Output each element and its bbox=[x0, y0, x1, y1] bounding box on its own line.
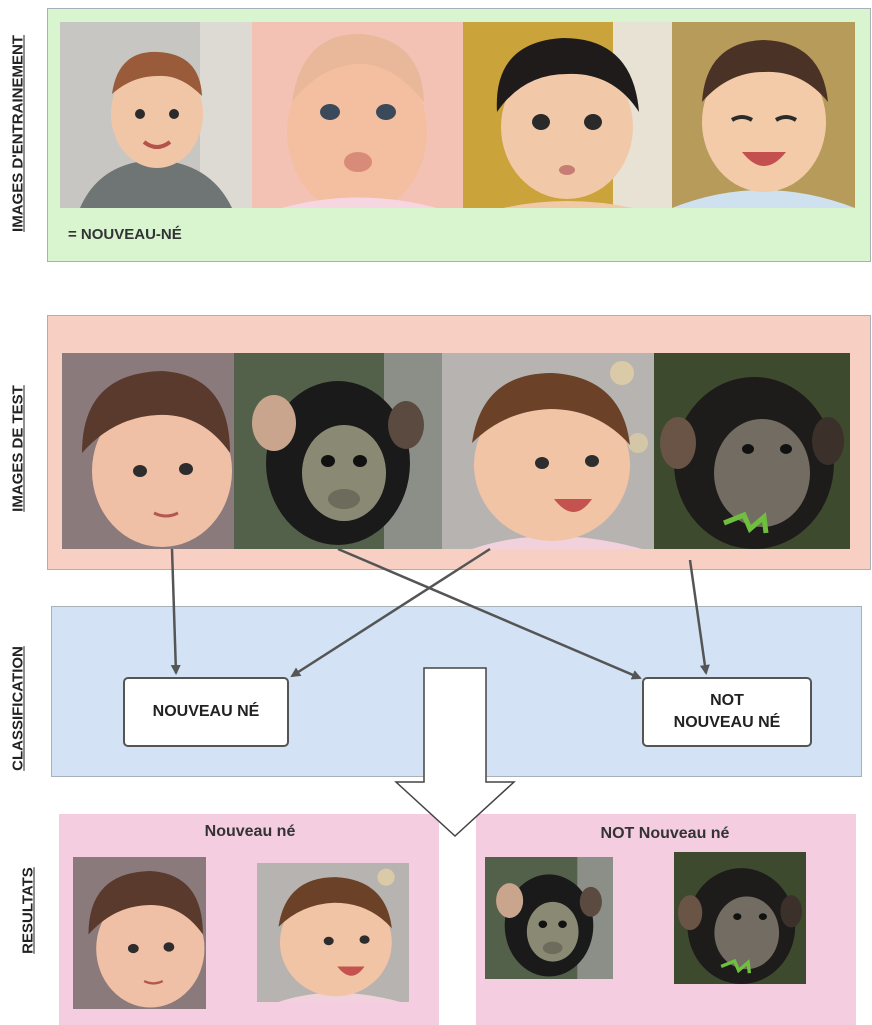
result-monkey-photo-2 bbox=[674, 852, 806, 984]
training-baby-photo-2 bbox=[252, 22, 463, 208]
results-title-not-nouveau-ne: NOT Nouveau né bbox=[600, 825, 730, 842]
label-test-images: IMAGES DE TEST bbox=[9, 385, 27, 512]
test-monkey-photo-2 bbox=[654, 353, 850, 549]
test-baby-photo-1 bbox=[62, 353, 234, 549]
result-baby-photo-1 bbox=[73, 857, 206, 1009]
label-classification: CLASSIFICATION bbox=[9, 646, 27, 771]
training-caption: = NOUVEAU-NÉ bbox=[68, 226, 182, 243]
result-baby-photo-2 bbox=[257, 863, 409, 1002]
results-title-nouveau-ne: Nouveau né bbox=[204, 823, 296, 840]
test-baby-photo-2 bbox=[442, 353, 654, 549]
training-baby-photo-4 bbox=[672, 22, 855, 208]
class-label-nouveau-ne: NOUVEAU NÉ bbox=[152, 703, 260, 721]
class-box-nouveau-ne: NOUVEAU NÉ bbox=[123, 677, 289, 747]
class-label-not-line2: NOUVEAU NÉ bbox=[673, 714, 781, 731]
training-baby-photo-3 bbox=[463, 22, 672, 208]
label-training-images: IMAGES D'ENTRAINEMENT bbox=[9, 35, 27, 232]
test-monkey-photo-1 bbox=[234, 353, 442, 549]
class-label-not-line1: NOT bbox=[710, 692, 744, 710]
class-box-not-nouveau-ne: NOT NOUVEAU NÉ bbox=[642, 677, 812, 747]
result-monkey-photo-1 bbox=[485, 857, 613, 979]
label-results: RESULTATS bbox=[19, 867, 37, 954]
training-baby-photo-1 bbox=[60, 22, 252, 208]
